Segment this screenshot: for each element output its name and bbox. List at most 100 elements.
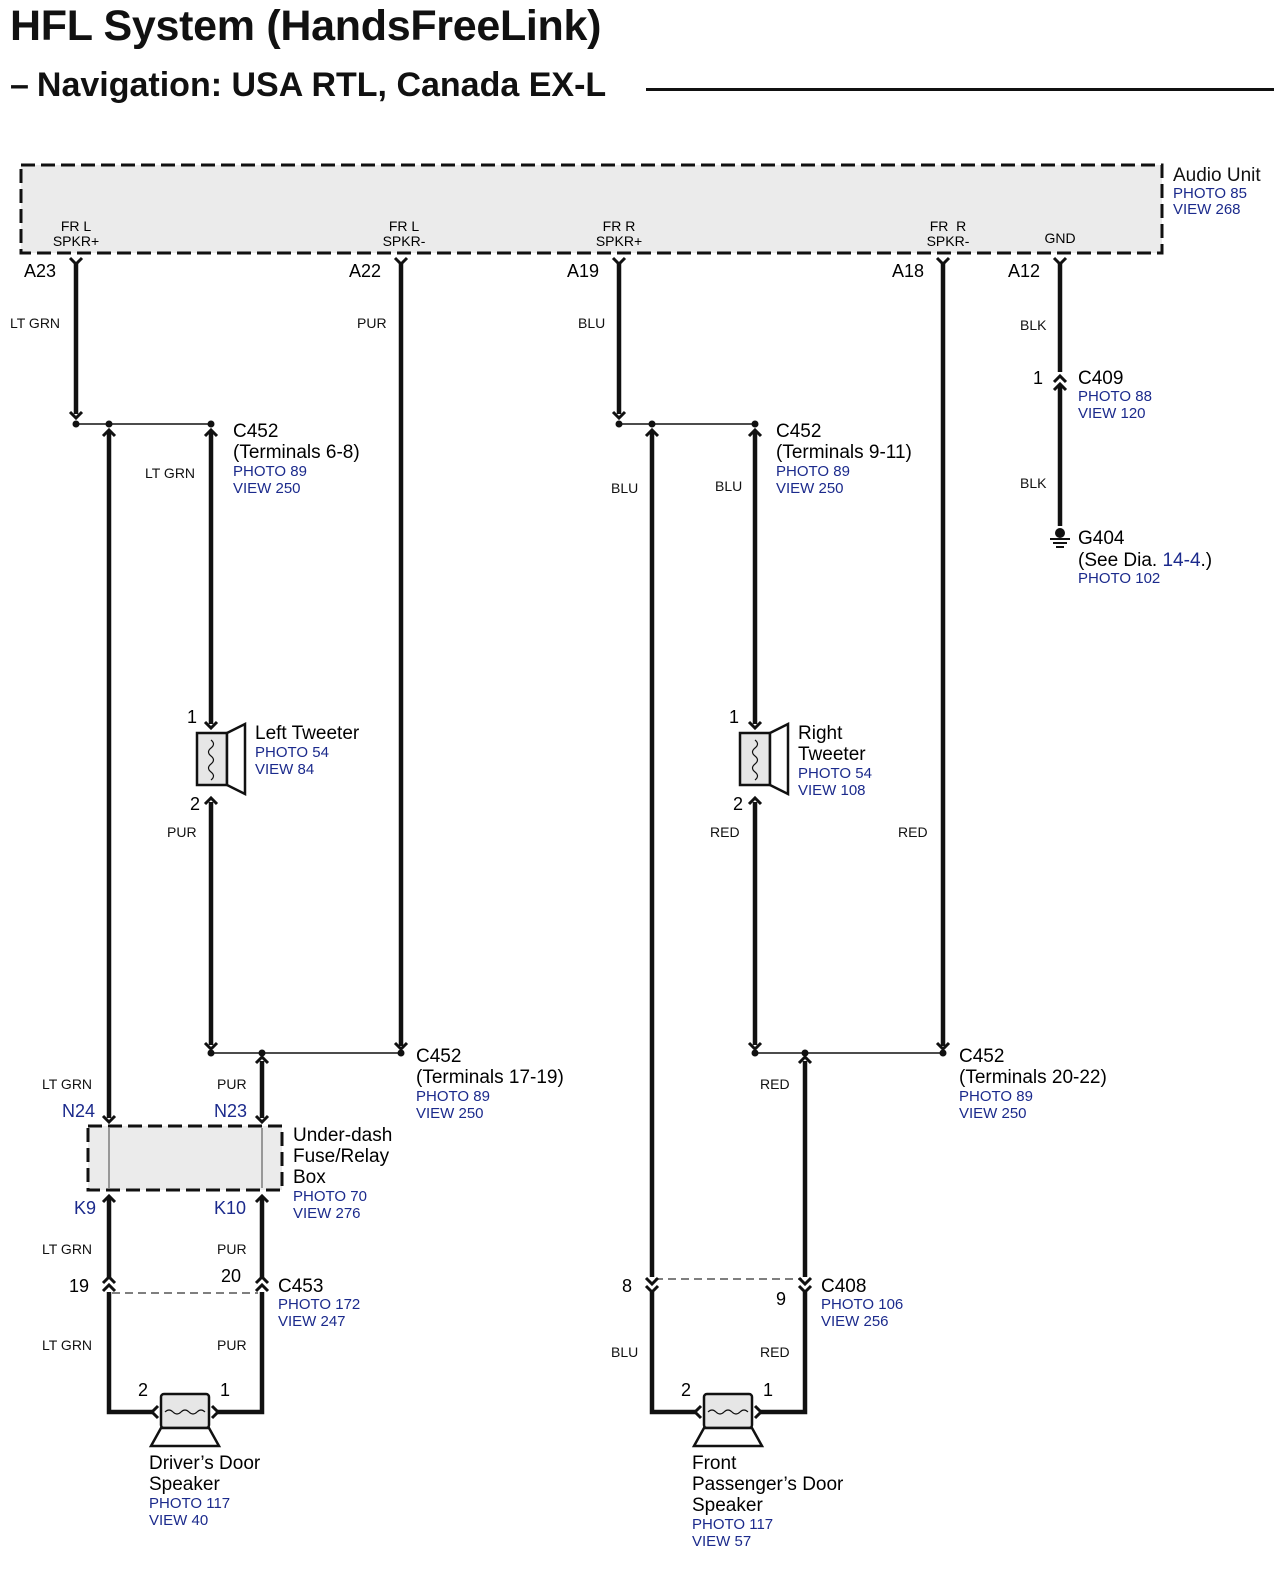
- view-link[interactable]: VIEW 57: [692, 1533, 751, 1550]
- connector-name: C452: [416, 1046, 461, 1067]
- view-link[interactable]: VIEW 256: [821, 1313, 889, 1330]
- wire-pas-1: [759, 1292, 808, 1415]
- audio-unit-view-link[interactable]: VIEW 268: [1173, 201, 1241, 218]
- connector-name: C409: [1078, 368, 1123, 389]
- wire-color-label: BLU: [611, 480, 638, 496]
- component-name: Speaker: [692, 1495, 763, 1516]
- terminal-n24: N24: [62, 1101, 95, 1121]
- view-link[interactable]: VIEW 108: [798, 782, 866, 799]
- view-link[interactable]: VIEW 84: [255, 761, 314, 778]
- c408-connector: 8 9 C408 PHOTO 106 VIEW 256: [622, 1276, 903, 1330]
- see-text: (See Dia.: [1078, 550, 1162, 571]
- view-link[interactable]: VIEW 250: [959, 1105, 1027, 1122]
- wire-color-label: RED: [710, 824, 740, 840]
- wire-color-label: PUR: [167, 824, 197, 840]
- wire-color-label: BLK: [1020, 475, 1047, 491]
- photo-link[interactable]: PHOTO 89: [776, 463, 850, 480]
- photo-link[interactable]: PHOTO 89: [959, 1088, 1033, 1105]
- pin-number: 1: [220, 1380, 230, 1400]
- photo-link[interactable]: PHOTO 54: [798, 765, 872, 782]
- connector-terminals: (Terminals 9-11): [776, 442, 912, 463]
- fuse-relay-box: [86, 1124, 284, 1192]
- wire-drv-2: [106, 1292, 154, 1415]
- audio-unit-photo-link[interactable]: PHOTO 85: [1173, 185, 1247, 202]
- view-link[interactable]: VIEW 40: [149, 1512, 208, 1529]
- wire-color-label: LT GRN: [42, 1337, 92, 1353]
- connector-terminals: (Terminals 17-19): [416, 1067, 564, 1088]
- view-link[interactable]: VIEW 250: [776, 480, 844, 497]
- see-close: .): [1201, 550, 1213, 571]
- pin-number: 2: [681, 1380, 691, 1400]
- pin-label: SPKR-: [927, 233, 970, 249]
- terminal-n23: N23: [214, 1101, 247, 1121]
- component-name: Speaker: [149, 1474, 220, 1495]
- wire-color-label: LT GRN: [42, 1076, 92, 1092]
- passenger-door-speaker-symbol: [691, 1392, 765, 1448]
- terminal-a19: A19: [567, 261, 599, 281]
- component-name: Front: [692, 1453, 737, 1474]
- photo-link[interactable]: PHOTO 89: [233, 463, 307, 480]
- c452-terminals-17-19: C452 (Terminals 17-19) PHOTO 89 VIEW 250: [416, 1046, 564, 1122]
- view-link[interactable]: VIEW 250: [233, 480, 301, 497]
- pin-number: 1: [729, 707, 739, 727]
- pin-number: 1: [763, 1380, 773, 1400]
- pin-number: 1: [187, 707, 197, 727]
- diagram-subtitle: –Navigation: USA RTL, Canada EX-L: [10, 66, 606, 105]
- pin-number: 9: [776, 1289, 786, 1309]
- pin-label: SPKR+: [53, 233, 99, 249]
- pin-label: SPKR-: [383, 233, 426, 249]
- photo-link[interactable]: PHOTO 117: [149, 1495, 230, 1512]
- fuse-relay-box-labels: N24 N23 K9 K10 Under-dash Fuse/Relay Box…: [62, 1101, 392, 1222]
- pin-number: 8: [622, 1276, 632, 1296]
- ground-symbol: [1050, 528, 1070, 548]
- g404-ground: G404 (See Dia. 14-4.) PHOTO 102: [1078, 528, 1212, 587]
- audio-unit-label: Audio Unit: [1173, 165, 1261, 186]
- left-tweeter-symbol: [195, 721, 247, 797]
- connector-terminals: (Terminals 20-22): [959, 1067, 1107, 1088]
- wire-color-label: BLU: [578, 315, 605, 331]
- wire-color-label: BLK: [1020, 317, 1047, 333]
- diagram-link[interactable]: 14-4: [1162, 550, 1200, 571]
- terminal-k10: K10: [214, 1198, 246, 1218]
- diagram-title: HFL System (HandsFreeLink): [10, 2, 602, 50]
- pin-symbols: [68, 256, 1068, 1420]
- view-link[interactable]: VIEW 120: [1078, 405, 1146, 422]
- connector-name: C452: [959, 1046, 1004, 1067]
- view-link[interactable]: VIEW 247: [278, 1313, 346, 1330]
- component-name: Tweeter: [798, 744, 866, 765]
- connector-terminals: (Terminals 6-8): [233, 442, 360, 463]
- wire-color-label: LT GRN: [42, 1241, 92, 1257]
- terminal-a12: A12: [1008, 261, 1040, 281]
- photo-link[interactable]: PHOTO 54: [255, 744, 329, 761]
- pin-label: FR L: [389, 218, 420, 234]
- view-link[interactable]: VIEW 250: [416, 1105, 484, 1122]
- photo-link[interactable]: PHOTO 117: [692, 1516, 773, 1533]
- photo-link[interactable]: PHOTO 89: [416, 1088, 490, 1105]
- left-tweeter: 1 2 Left Tweeter PHOTO 54 VIEW 84: [187, 707, 360, 814]
- c452-terminals-9-11: C452 (Terminals 9-11) PHOTO 89 VIEW 250: [776, 421, 912, 497]
- driver-door-speaker: 2 1 Driver’s Door Speaker PHOTO 117 VIEW…: [138, 1380, 261, 1529]
- photo-link[interactable]: PHOTO 102: [1078, 570, 1160, 587]
- wire-pas-2: [649, 1292, 697, 1415]
- component-name: Passenger’s Door: [692, 1474, 844, 1495]
- view-link[interactable]: VIEW 276: [293, 1205, 361, 1222]
- terminal-k9: K9: [74, 1198, 96, 1218]
- component-name: Driver’s Door: [149, 1453, 261, 1474]
- pin-label: FR R: [930, 218, 967, 234]
- right-tweeter: 1 2 Right Tweeter PHOTO 54 VIEW 108: [729, 707, 872, 814]
- photo-link[interactable]: PHOTO 88: [1078, 388, 1152, 405]
- c453-connector: 19 20 C453 PHOTO 172 VIEW 247: [69, 1266, 360, 1330]
- photo-link[interactable]: PHOTO 106: [821, 1296, 903, 1313]
- pin-number: 20: [221, 1266, 241, 1286]
- wire-color-label: RED: [760, 1076, 790, 1092]
- connector-name: C452: [233, 421, 278, 442]
- passenger-door-speaker: 2 1 Front Passenger’s Door Speaker PHOTO…: [681, 1380, 844, 1550]
- photo-link[interactable]: PHOTO 172: [278, 1296, 360, 1313]
- c452-terminals-6-8: C452 (Terminals 6-8) PHOTO 89 VIEW 250: [233, 421, 360, 497]
- photo-link[interactable]: PHOTO 70: [293, 1188, 367, 1205]
- wire-color-label: RED: [898, 824, 928, 840]
- ground-reference: (See Dia. 14-4.): [1078, 550, 1212, 571]
- wire-color-label: LT GRN: [10, 315, 60, 331]
- wire-color-label: LT GRN: [145, 465, 195, 481]
